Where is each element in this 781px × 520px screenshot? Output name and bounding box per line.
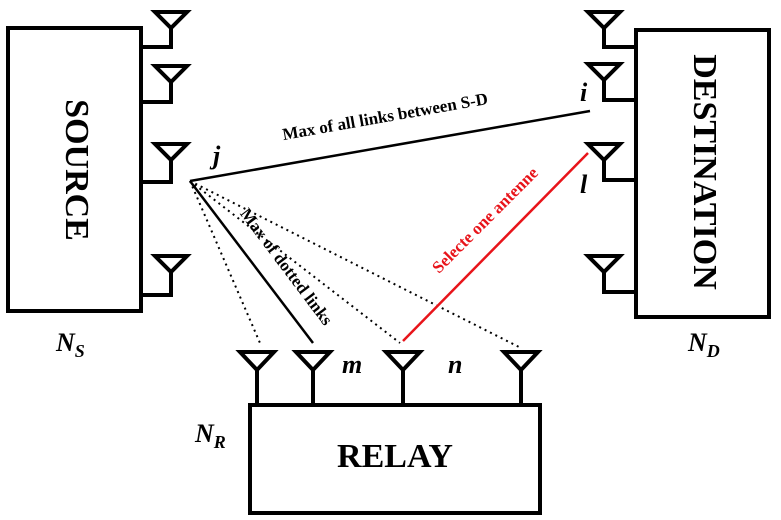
symbol-j: j: [209, 141, 221, 170]
source-antenna-1: [141, 10, 192, 49]
link-source-to-relay-m: [189, 180, 314, 344]
destination-antenna-4: [583, 254, 636, 294]
source-antenna-2: [141, 64, 192, 104]
selected-link-relay-to-destination-l: [402, 152, 589, 342]
destination-box: [634, 28, 771, 319]
dotted-link-to-relay-3: [189, 180, 401, 344]
source-antenna-j: [141, 142, 192, 184]
symbol-n: n: [448, 350, 462, 379]
symbol-m: m: [342, 350, 362, 379]
destination-label: DESTINATION: [686, 54, 723, 290]
relay-box: [248, 403, 542, 515]
count-destination: ND: [687, 328, 720, 361]
source-label: SOURCE: [58, 99, 95, 241]
relay-antenna-3: [381, 350, 425, 405]
destination-antenna-1: [583, 10, 636, 49]
count-relay: NR: [194, 419, 226, 452]
relay-antenna-n: [499, 350, 543, 405]
relay-label: RELAY: [337, 438, 453, 475]
destination-antenna-l: [583, 142, 636, 182]
count-source: NS: [55, 328, 85, 361]
annotation-max-dotted-links: Max of dotted links: [236, 205, 336, 330]
annotation-select-one-antenna: Selecte one antenne: [428, 163, 542, 277]
destination-antenna-i: [583, 62, 636, 102]
source-antenna-4: [141, 254, 192, 297]
relay-antenna-m: [291, 350, 335, 405]
symbol-i: i: [580, 78, 588, 107]
link-source-to-destination-i: [189, 109, 591, 183]
source-box: [6, 26, 143, 313]
relay-antenna-1: [235, 350, 279, 405]
symbol-l: l: [580, 170, 588, 199]
annotation-max-all-links: Max of all links between S-D: [281, 89, 489, 144]
dotted-link-to-relay-n: [189, 180, 522, 349]
